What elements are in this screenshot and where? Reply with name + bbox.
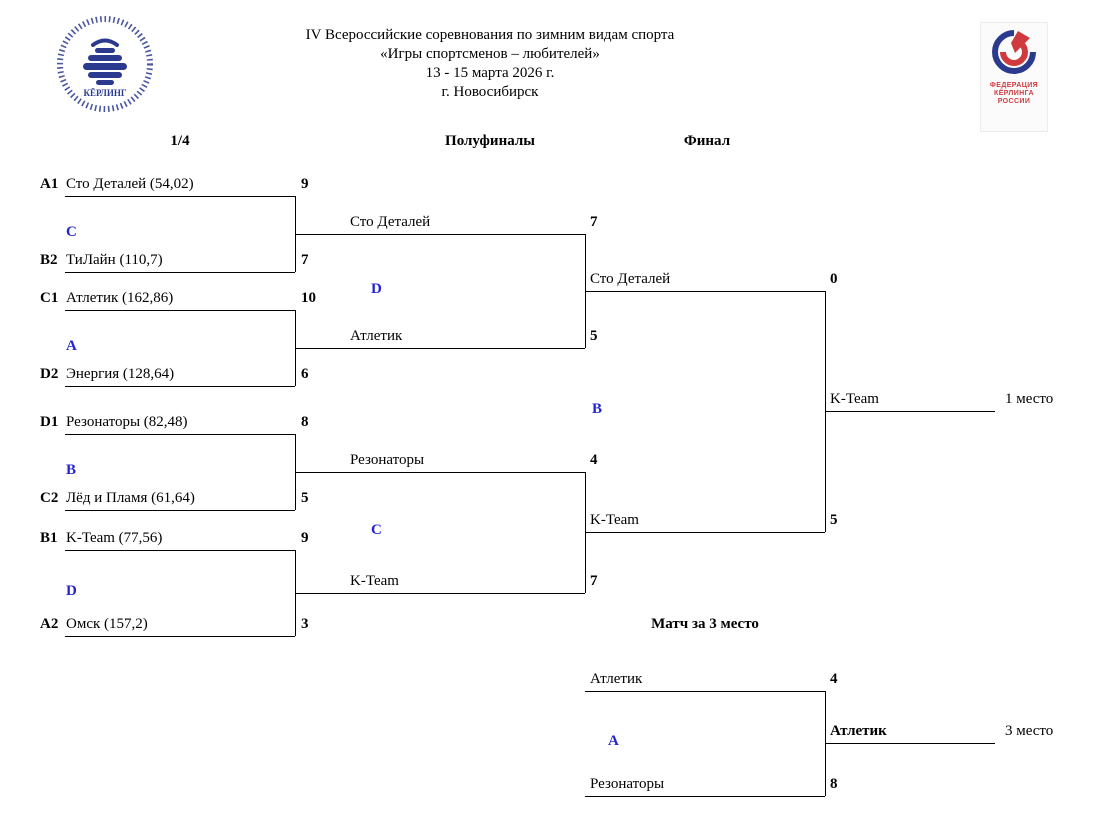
qf4-score-bottom: 3	[301, 616, 309, 632]
bracket-line	[65, 510, 295, 511]
qf2-sheet-letter: A	[66, 338, 77, 354]
sf2-team-top: Резонаторы	[350, 452, 425, 468]
final-team-top: Сто Деталей	[590, 271, 671, 287]
qf3-team-bottom: Лёд и Пламя (61,64)	[66, 490, 195, 506]
column-header-quarterfinals: 1/4	[170, 133, 190, 149]
third-sheet-letter: A	[608, 733, 619, 749]
bracket-line	[65, 386, 295, 387]
qf4-seed-bottom: A2	[40, 616, 59, 632]
third-score-bottom: 8	[830, 776, 838, 792]
sf2-team-bottom: K-Team	[350, 573, 399, 589]
sf2-score-top: 4	[590, 452, 598, 468]
final-sheet-letter: B	[592, 401, 603, 417]
qf1-score-bottom: 7	[301, 252, 309, 268]
curling-association-logo-icon: КЁРЛИНГ	[57, 16, 153, 112]
sf1-team-top: Сто Деталей	[350, 214, 431, 230]
qf3-team-top: Резонаторы (82,48)	[66, 414, 188, 430]
event-title-block: IV Всероссийские соревнования по зимним …	[200, 26, 780, 102]
qf4-score-top: 9	[301, 530, 309, 546]
event-title-line-4: г. Новосибирск	[441, 84, 539, 100]
winner-line	[825, 743, 995, 744]
third-score-top: 4	[830, 671, 838, 687]
bracket-line	[65, 636, 295, 637]
bracket-line	[65, 196, 295, 197]
qf1-sheet-letter: C	[66, 224, 77, 240]
bracket-line	[65, 434, 295, 435]
event-title-line-2: «Игры спортсменов – любителей»	[380, 46, 600, 62]
qf4-sheet-letter: D	[66, 583, 77, 599]
bracket-line	[65, 550, 295, 551]
qf4-team-bottom: Омск (157,2)	[66, 616, 148, 632]
third-team-bottom: Резонаторы	[590, 776, 665, 792]
event-title-line-1: IV Всероссийские соревнования по зимним …	[305, 27, 675, 43]
third-place-winner: Атлетик	[830, 723, 887, 739]
sf1-sheet-letter: D	[371, 281, 382, 297]
bracket-line	[585, 291, 825, 292]
qf2-seed-bottom: D2	[40, 366, 59, 382]
final-score-top: 0	[830, 271, 838, 287]
winner-line	[825, 411, 995, 412]
qf3-score-top: 8	[301, 414, 309, 430]
qf4-team-top: K-Team (77,56)	[66, 530, 163, 546]
column-header-final: Финал	[683, 133, 731, 149]
qf1-score-top: 9	[301, 176, 309, 192]
sf2-sheet-letter: C	[371, 522, 382, 538]
bracket-line	[295, 348, 585, 349]
federation-swirl-icon	[992, 30, 1036, 74]
qf2-team-bottom: Энергия (128,64)	[66, 366, 175, 382]
qf1-seed-bottom: B2	[40, 252, 58, 268]
qf2-seed-top: C1	[40, 290, 59, 306]
final-score-bottom: 5	[830, 512, 838, 528]
bracket-line	[65, 310, 295, 311]
qf1-team-bottom: ТиЛайн (110,7)	[66, 252, 163, 268]
first-place-label: 1 место	[1005, 391, 1054, 407]
federation-logo-label: ФЕДЕРАЦИЯ КЁРЛИНГА РОССИИ	[989, 82, 1039, 105]
qf2-score-bottom: 6	[301, 366, 309, 382]
qf1-team-top: Сто Деталей (54,02)	[66, 176, 194, 192]
bracket-line	[295, 593, 585, 594]
final-winner: K-Team	[830, 391, 879, 407]
third-place-title: Матч за 3 место	[651, 616, 759, 632]
final-team-bottom: K-Team	[590, 512, 639, 528]
qf3-seed-top: D1	[40, 414, 59, 430]
qf3-seed-bottom: C2	[40, 490, 59, 506]
bracket-line	[585, 532, 825, 533]
event-title-line-3: 13 - 15 марта 2026 г.	[425, 65, 555, 81]
qf2-team-top: Атлетик (162,86)	[66, 290, 174, 306]
bracket-line	[585, 691, 825, 692]
qf1-seed-top: A1	[40, 176, 59, 192]
bracket-line	[585, 796, 825, 797]
association-logo-label: КЁРЛИНГ	[83, 88, 126, 98]
third-team-top: Атлетик	[590, 671, 643, 687]
qf4-seed-top: B1	[40, 530, 58, 546]
column-header-semifinals: Полуфиналы	[445, 133, 535, 149]
third-place-label: 3 место	[1005, 723, 1054, 739]
sf1-team-bottom: Атлетик	[350, 328, 403, 344]
qf3-sheet-letter: B	[66, 462, 77, 478]
qf2-score-top: 10	[301, 290, 316, 306]
curling-federation-logo: ФЕДЕРАЦИЯ КЁРЛИНГА РОССИИ	[980, 22, 1048, 132]
bracket-line	[295, 472, 585, 473]
bracket-line	[65, 272, 295, 273]
sf2-score-bottom: 7	[590, 573, 598, 589]
sf1-score-bottom: 5	[590, 328, 598, 344]
bracket-line	[295, 234, 585, 235]
sf1-score-top: 7	[590, 214, 598, 230]
qf3-score-bottom: 5	[301, 490, 309, 506]
